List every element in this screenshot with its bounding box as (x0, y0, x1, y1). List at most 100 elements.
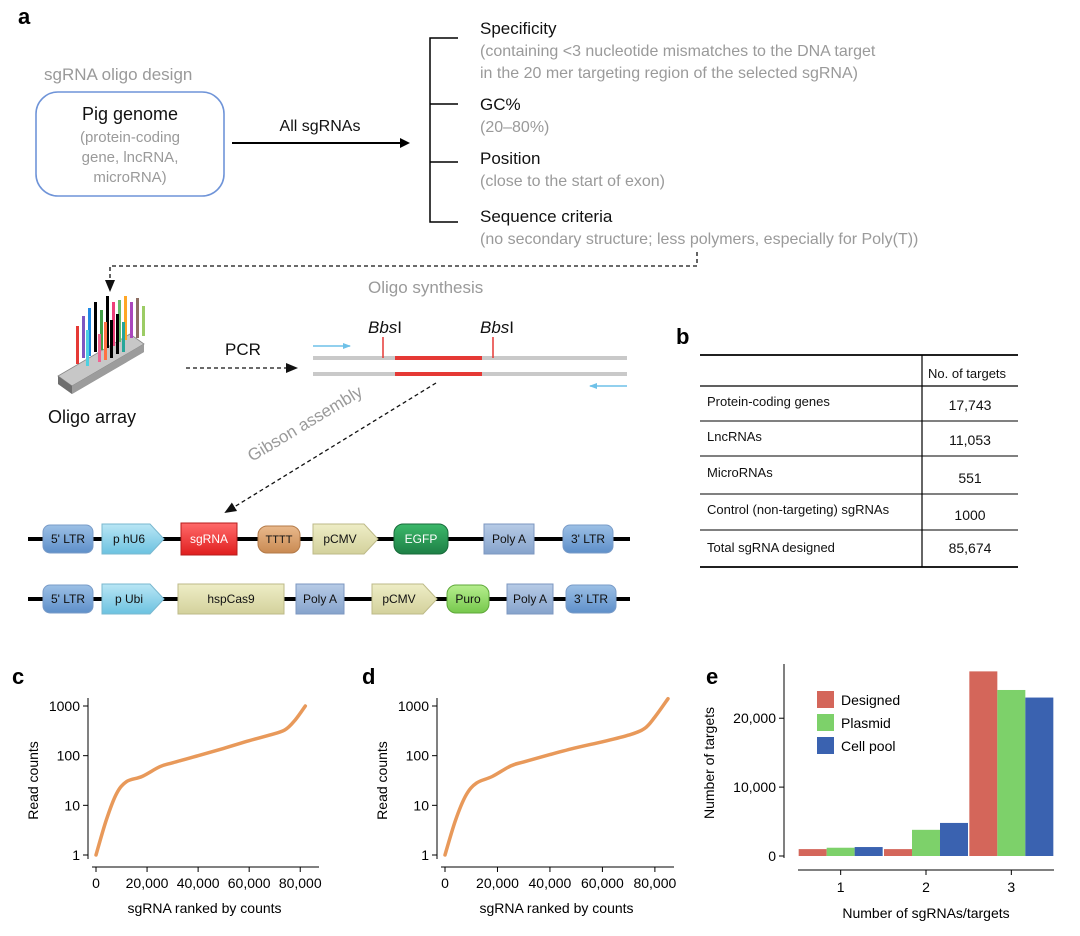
genome-sub-2: gene, lncRNA, (82, 149, 179, 166)
criterion-specificity-detail-1: (containing <3 nucleotide mismatches to … (480, 43, 876, 60)
chart-e-bar-3-plasmid (997, 689, 1026, 856)
chart-e-bar-2-plasmid (912, 829, 940, 856)
table-row-4-label: Control (non-targeting) sgRNAs (707, 502, 890, 517)
vector2-hspcas9 (177, 583, 285, 615)
vector2-ltr3-label: 3' LTR (574, 592, 608, 606)
criterion-specificity-detail-2: in the 20 mer targeting region of the se… (480, 65, 858, 82)
chart-e-bar-3-cell-pool (1025, 697, 1054, 856)
vector2-polya-1-label: Poly A (303, 592, 337, 606)
chart-d-x-tick-label-2: 40,000 (529, 875, 572, 891)
vector1-phu6-label: p hU6 (113, 532, 145, 546)
vector1-egfp-label: EGFP (405, 532, 438, 546)
chart-e-legend-label-2: Cell pool (841, 738, 895, 754)
chart-e-legend-swatch-2 (817, 737, 834, 754)
chart-c-x-tick-label-1: 20,000 (126, 875, 169, 891)
vector1-tttt-label: TTTT (266, 534, 293, 546)
chart-e-bar-2-designed (884, 849, 912, 856)
table-header-count: No. of targets (928, 366, 1007, 381)
chart-e-bar-2-cell-pool (940, 822, 968, 856)
chart-d-y-axis-title: Read counts (374, 741, 390, 820)
chart-e-y-tick-label-0: 0 (768, 848, 776, 864)
pcr-label: PCR (225, 340, 261, 359)
criterion-position: Position (480, 149, 540, 168)
vector2-polya-2 (506, 583, 554, 615)
chart-c-x-tick-label-0: 0 (92, 875, 100, 891)
vector2-puro-label: Puro (455, 592, 481, 606)
criterion-gc: GC% (480, 95, 521, 114)
chart-e-x-tick-label-2: 3 (1007, 879, 1015, 895)
chart-e-legend-label-0: Designed (841, 692, 900, 708)
genome-sub-3: microRNA) (93, 169, 166, 186)
vector2-puro (446, 584, 490, 614)
table-row-5-value: 85,674 (949, 540, 992, 556)
chart-e-x-tick-label-1: 2 (922, 879, 930, 895)
panel-label-a: a (18, 4, 31, 29)
vector2-polya-1 (295, 583, 345, 615)
vector1-pcmv-label: pCMV (323, 532, 356, 546)
genome-box (35, 91, 225, 197)
chart-c-x-axis-title: sgRNA ranked by counts (127, 900, 281, 916)
vector2-ltr3 (565, 584, 617, 614)
table-row-2-value: 11,053 (949, 432, 991, 448)
chart-d-x-tick-label-3: 60,000 (581, 875, 624, 891)
oligo-array-label: Oligo array (48, 407, 136, 427)
vector2-pcmv-label: pCMV (382, 592, 415, 606)
chart-d-y-tick-label-1: 10 (413, 797, 429, 813)
panel-label-d: d (362, 664, 375, 689)
genome-sub-1: (protein-coding (80, 129, 180, 146)
chart-c-y-tick-label-0: 1 (72, 847, 80, 863)
vector1-phu6 (101, 523, 165, 555)
genome-title: Pig genome (82, 104, 178, 124)
bbsi-label-left: BbsI (368, 318, 402, 337)
panel-label-e: e (706, 664, 718, 689)
vector2-polya-2-label: Poly A (513, 592, 547, 606)
panel-label-c: c (12, 664, 24, 689)
bbsi-label-right: BbsI (480, 318, 514, 337)
table-row-1-label: Protein-coding genes (707, 394, 830, 409)
gibson-label: Gibson assembly (244, 382, 366, 466)
criterion-sequence-detail: (no secondary structure; less polymers, … (480, 231, 918, 248)
vector2-ltr5-label: 5' LTR (51, 592, 85, 606)
vector1-egfp (393, 523, 449, 555)
chart-e-x-tick-label-0: 1 (837, 879, 845, 895)
chart-e-y-tick-label-2: 20,000 (733, 710, 776, 726)
chart-e-bar-3-designed (969, 671, 998, 856)
chart-e-legend-swatch-1 (817, 714, 834, 731)
chart-d-x-tick-label-1: 20,000 (476, 875, 519, 891)
table-row-3-value: 551 (958, 470, 982, 486)
dashed-connector (105, 252, 698, 292)
chart-d-y-tick-label-3: 1000 (398, 698, 429, 714)
chart-d-x-tick-label-0: 0 (441, 875, 449, 891)
panel-label-b: b (676, 324, 689, 349)
vector1-tttt (257, 525, 301, 554)
chart-d-x-tick-label-4: 80,000 (633, 875, 676, 891)
chart-e-bar-1-plasmid (826, 847, 855, 856)
chart-e-bar-1-cell-pool (854, 847, 883, 856)
chart-e-y-axis-title: Number of targets (701, 707, 717, 819)
chart-c-y-axis-title: Read counts (25, 741, 41, 820)
table-row-3-label: MicroRNAs (707, 465, 773, 480)
chart-d-y-tick-label-0: 1 (421, 847, 429, 863)
chart-c-y-tick-label-3: 1000 (49, 698, 80, 714)
vector1-ltr5 (42, 524, 94, 554)
pcr-fragment (313, 337, 627, 389)
chart-e-y-tick-label-1: 10,000 (733, 779, 776, 795)
table-row-4-value: 1000 (954, 507, 985, 523)
vector1-ltr5-label: 5' LTR (51, 532, 85, 546)
chart-e-legend-swatch-0 (817, 691, 834, 708)
vector2-ltr5 (42, 584, 94, 614)
oligo-array-icon (57, 296, 145, 394)
criterion-position-detail: (close to the start of exon) (480, 173, 665, 190)
vector2-hspcas9-label: hspCas9 (207, 592, 255, 606)
targets-table (700, 354, 1018, 568)
chart-c-x-tick-label-2: 40,000 (177, 875, 220, 891)
criterion-sequence: Sequence criteria (480, 207, 613, 226)
vector1-polya (483, 523, 535, 555)
vector2-pcmv (371, 583, 438, 615)
vector1-pcmv (312, 523, 379, 555)
chart-c-series-line (94, 704, 308, 857)
all-sgrnas-label: All sgRNAs (280, 118, 361, 135)
